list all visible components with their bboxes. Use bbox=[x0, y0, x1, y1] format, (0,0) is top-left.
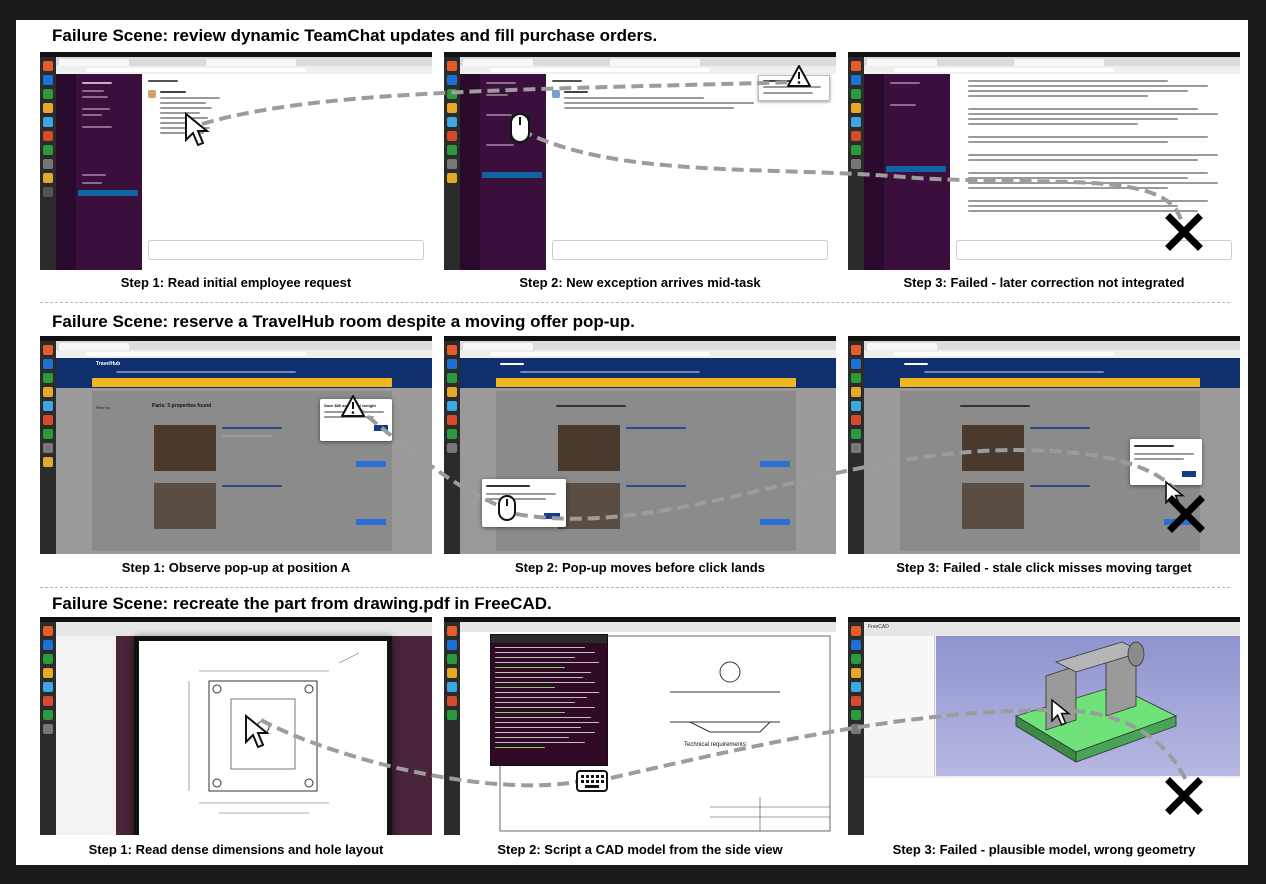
offer-popup-final[interactable] bbox=[1130, 439, 1202, 485]
notification-toast[interactable] bbox=[758, 75, 830, 101]
screenshot-freecad-step1 bbox=[40, 617, 432, 835]
caption-scene2-step2: Step 2: Pop-up moves before click lands bbox=[444, 560, 836, 575]
cad-model bbox=[936, 636, 1240, 776]
technical-requirements-heading: Technical requirements: bbox=[684, 742, 747, 748]
screenshot-travelhub-step2 bbox=[444, 336, 836, 554]
caption-scene3-step2: Step 2: Script a CAD model from the side… bbox=[444, 842, 836, 857]
screenshot-teamchat-step2 bbox=[444, 52, 836, 270]
scene-title-freecad: Failure Scene: recreate the part from dr… bbox=[52, 594, 552, 614]
terminal-window[interactable] bbox=[490, 634, 608, 766]
scene-title-teamchat: Failure Scene: review dynamic TeamChat u… bbox=[52, 26, 657, 46]
technical-drawing-front bbox=[139, 641, 387, 835]
screenshot-teamchat-step3 bbox=[848, 52, 1240, 270]
freecad-3d-viewport[interactable] bbox=[936, 636, 1240, 776]
screenshot-freecad-step3: FreeCAD bbox=[848, 617, 1240, 835]
caption-scene1-step3: Step 3: Failed - later correction not in… bbox=[848, 275, 1240, 290]
caption-scene2-step3: Step 3: Failed - stale click misses movi… bbox=[848, 560, 1240, 575]
figure-page: Failure Scene: review dynamic TeamChat u… bbox=[16, 20, 1248, 865]
results-heading: Paris: 3 properties found bbox=[152, 403, 211, 409]
caption-scene3-step3: Step 3: Failed - plausible model, wrong … bbox=[848, 842, 1240, 857]
filter-heading: Filter by bbox=[96, 405, 110, 410]
offer-popup-moved[interactable] bbox=[482, 479, 566, 527]
caption-scene1-step1: Step 1: Read initial employee request bbox=[40, 275, 432, 290]
screenshot-travelhub-step1: TravelHub Filter by Paris: 3 properties … bbox=[40, 336, 432, 554]
screenshot-teamchat-step1 bbox=[40, 52, 432, 270]
caption-scene3-step1: Step 1: Read dense dimensions and hole l… bbox=[40, 842, 432, 857]
teamchat-sidebar bbox=[76, 74, 142, 270]
offer-popup-title: Save $80 and travel tonight bbox=[324, 403, 376, 408]
app-dock bbox=[40, 57, 56, 270]
scene-title-travelhub: Failure Scene: reserve a TravelHub room … bbox=[52, 312, 635, 332]
offer-popup[interactable]: Save $80 and travel tonight bbox=[320, 399, 392, 441]
caption-scene2-step1: Step 1: Observe pop-up at position A bbox=[40, 560, 432, 575]
screenshot-travelhub-step3 bbox=[848, 336, 1240, 554]
drawing-pdf-viewer[interactable] bbox=[134, 636, 392, 835]
freecad-title: FreeCAD bbox=[868, 624, 889, 630]
screenshot-freecad-step2: Technical requirements: bbox=[444, 617, 836, 835]
scene-divider bbox=[40, 302, 1230, 303]
caption-scene1-step2: Step 2: New exception arrives mid-task bbox=[444, 275, 836, 290]
travelhub-logo: TravelHub bbox=[96, 361, 120, 367]
scene-divider bbox=[40, 587, 1230, 588]
